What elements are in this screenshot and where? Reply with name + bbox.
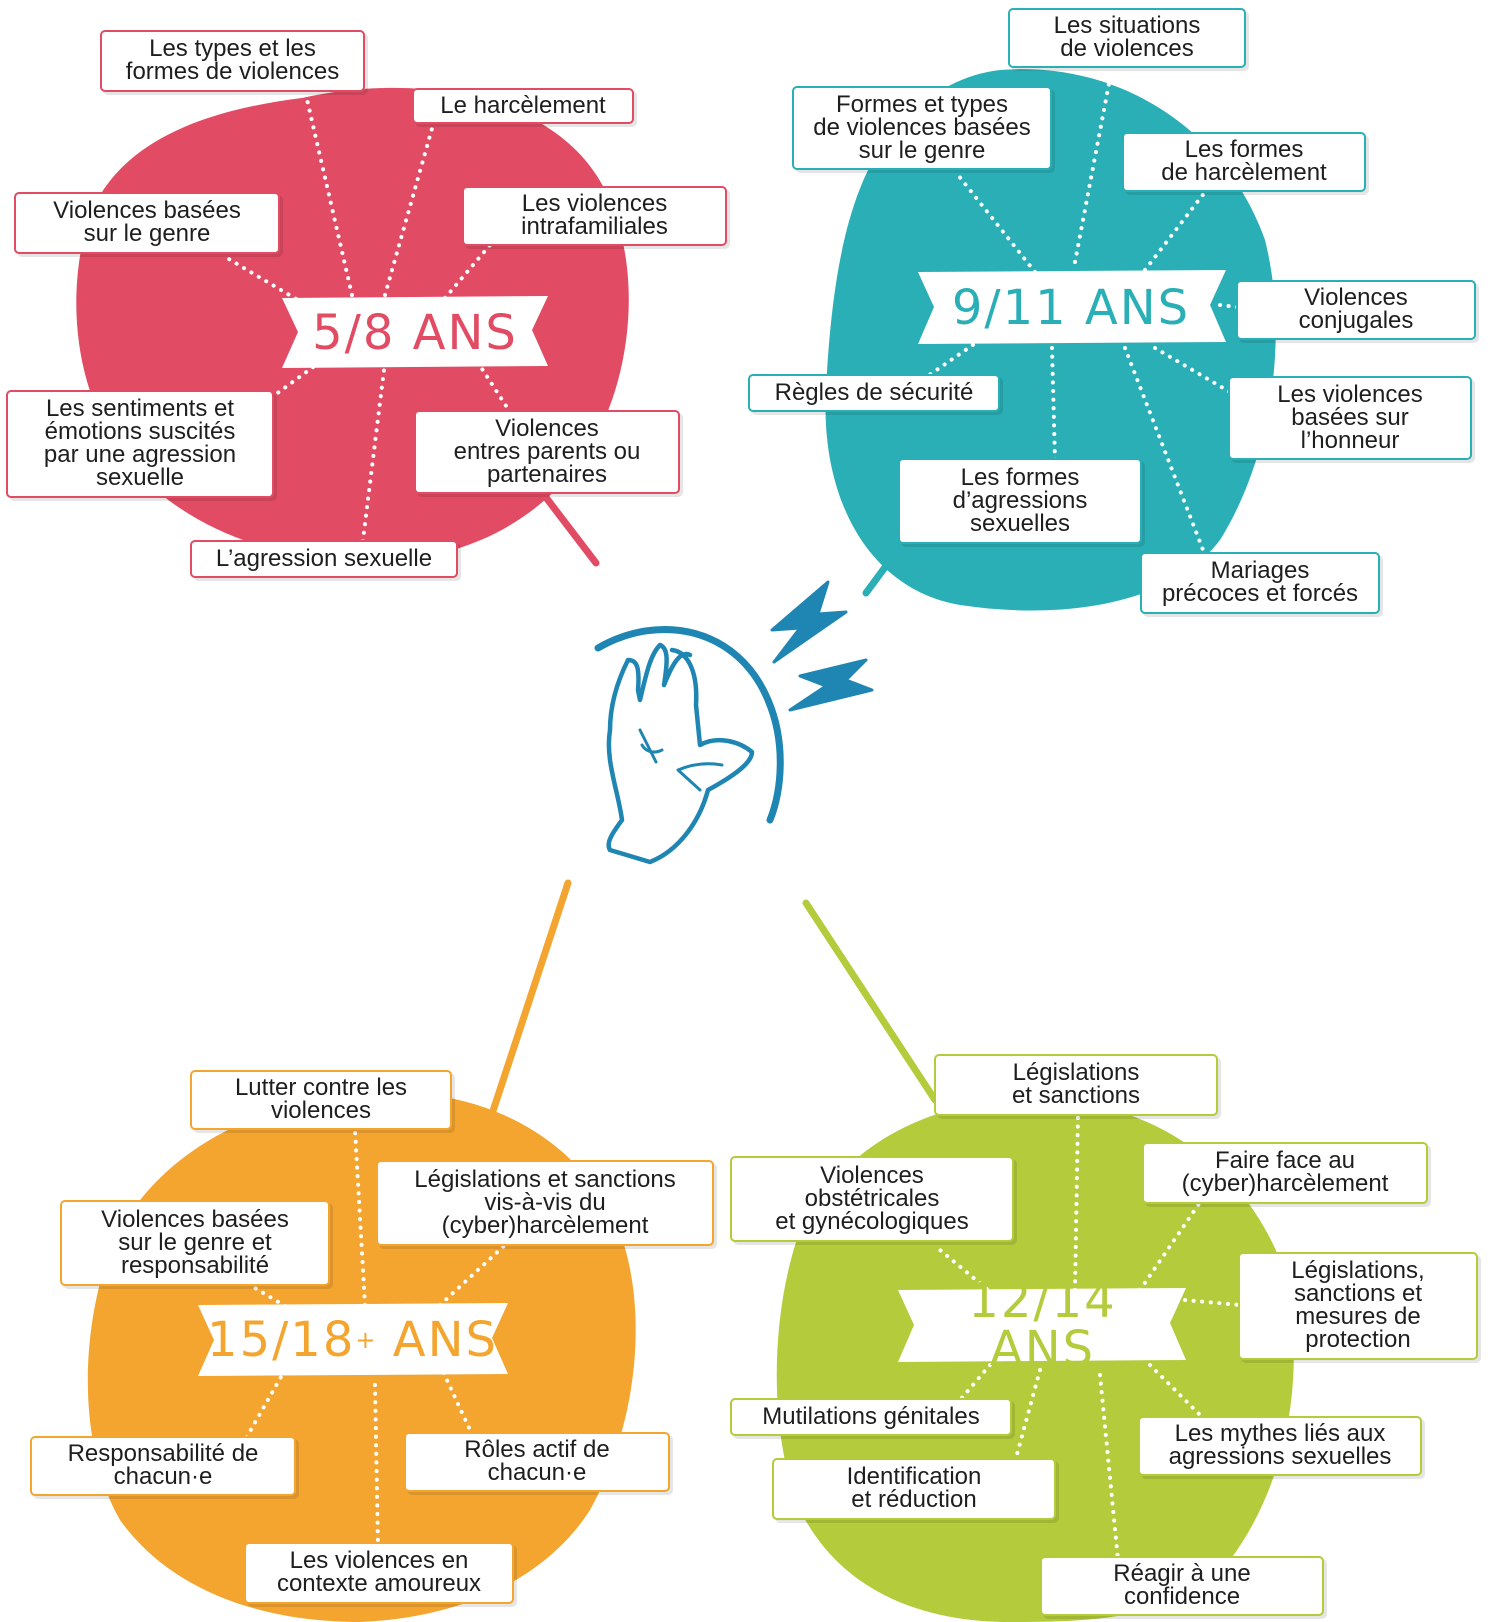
topic-mariages-precoces: Mariages précoces et forcés [1140,552,1380,614]
topic-regles-securite: Règles de sécurité [748,374,1000,412]
topic-situations-violences: Les situations de violences [1008,8,1246,68]
topic-vbg-responsabilite: Violences basées sur le genre et respons… [60,1200,330,1286]
topic-lutter-violences: Lutter contre les violences [190,1070,452,1130]
topic-violences-contexte-amoureux: Les violences en contexte amoureux [244,1542,514,1604]
topic-roles-actif: Rôles actif de chacun·e [404,1432,670,1492]
topic-violences-genre: Violences basées sur le genre [14,192,280,254]
topic-agression-sexuelle: L’agression sexuelle [190,540,458,578]
topic-types-formes-violences: Les types et les formes de violences [100,30,365,92]
connector-5-8 [534,483,600,567]
connector-12-14 [802,899,939,1104]
topic-identification-reduction: Identification et réduction [772,1458,1056,1520]
topic-violences-intrafamiliales: Les violences intrafamiliales [462,186,727,246]
banner-title-5-8: 5/8 ANS [312,305,518,361]
topic-violences-obstetricales: Violences obstétricales et gynécologique… [730,1156,1014,1242]
lightning-bolt-icon [770,580,874,712]
banner-title-15-18-main: 15/18 [207,1312,356,1368]
topic-mutilations-genitales: Mutilations génitales [730,1398,1012,1436]
slap-hand-icon [594,626,784,865]
banner-title-15-18-suffix: ANS [392,1312,498,1368]
banner-title-12-14: 12/14 ANS [968,1273,1117,1377]
topic-legislations-protection: Législations, sanctions et mesures de pr… [1238,1252,1478,1360]
topic-sentiments-emotions: Les sentiments et émotions suscités par … [6,390,274,498]
topic-legislations-sanctions: Législations et sanctions [934,1054,1218,1116]
topic-responsabilite-chacun: Responsabilité de chacun·e [30,1436,296,1496]
topic-legislations-cyberharcelement: Législations et sanctions vis-à-vis du (… [376,1160,714,1246]
banner-shape-9-11 [918,270,1226,344]
topic-violences-conjugales: Violences conjugales [1236,280,1476,340]
banner-shape-15-18 [198,1303,508,1376]
connector-15-18 [486,879,572,1124]
topic-reagir-confidence: Réagir à une confidence [1040,1556,1324,1616]
topic-formes-types-vbg: Formes et types de violences basées sur … [792,86,1052,170]
topic-formes-agressions-sexuelles: Les formes d’agressions sexuelles [898,458,1142,544]
banner-shape-12-14 [898,1288,1186,1362]
banner-title-15-18-sup: + [355,1326,376,1354]
topic-harcelement: Le harcèlement [412,88,634,124]
banner-title-9-11: 9/11 ANS [951,280,1191,336]
banner-shape-5-8 [282,296,548,368]
banner-title-15-18-space [375,1316,392,1364]
topic-mythes-agressions: Les mythes liés aux agressions sexuelles [1138,1416,1422,1476]
topic-violences-parents: Violences entres parents ou partenaires [414,410,680,494]
topic-faire-face-cyberharcelement: Faire face au (cyber)harcèlement [1142,1142,1428,1204]
spokes-9-11 [923,66,1247,557]
banner-title-15-18: 15/18+ ANS [207,1306,496,1374]
topic-formes-harcelement: Les formes de harcèlement [1122,132,1366,192]
topic-violences-honneur: Les violences basées sur l’honneur [1228,376,1472,460]
